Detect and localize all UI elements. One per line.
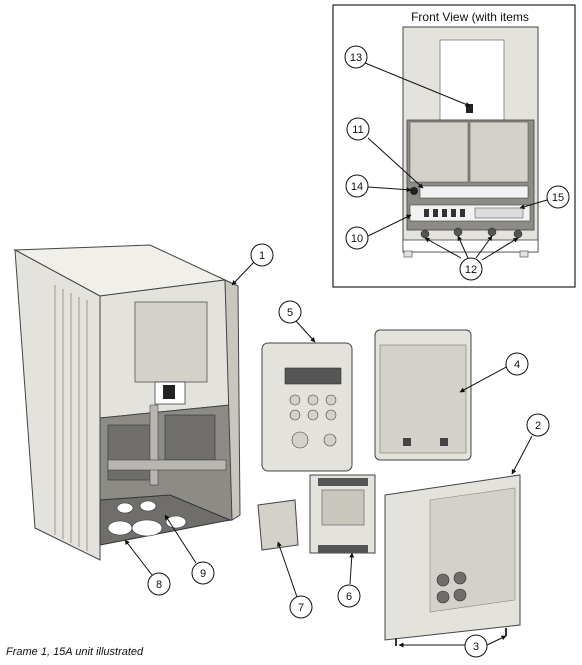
callout-12: 12: [459, 257, 483, 281]
drive-body: [13, 244, 241, 561]
callout-9: 9: [191, 561, 215, 585]
svg-text:4: 4: [514, 359, 520, 371]
svg-text:13: 13: [350, 52, 362, 64]
callout-6: 6: [337, 584, 361, 608]
svg-text:15: 15: [552, 192, 564, 204]
inset-item-13-part: [466, 104, 473, 113]
svg-text:3: 3: [473, 641, 479, 653]
callout-7: 7: [289, 595, 313, 619]
callout-5: 5: [278, 300, 302, 324]
svg-text:5: 5: [287, 307, 293, 319]
callout-10: 10: [345, 226, 369, 250]
svg-text:2: 2: [535, 420, 541, 432]
inset-item-14-part: [410, 187, 418, 195]
callout-11: 11: [346, 117, 370, 141]
callout-8: 8: [147, 572, 171, 596]
callout-15: 15: [546, 185, 570, 209]
blank-plate: [257, 499, 299, 551]
callout-2: 2: [526, 413, 550, 437]
svg-text:7: 7: [298, 602, 304, 614]
svg-text:9: 9: [200, 568, 206, 580]
svg-text:8: 8: [156, 579, 162, 591]
callout-1: 1: [250, 243, 274, 267]
figure-caption: Frame 1, 15A unit illustrated: [6, 646, 144, 658]
terminal-cover: [374, 329, 472, 461]
svg-text:6: 6: [346, 591, 352, 603]
inset-title: Front View (with items: [411, 10, 529, 24]
svg-text:12: 12: [465, 264, 477, 276]
inset-board-right: [469, 121, 529, 183]
option-module: [309, 474, 376, 554]
svg-text:10: 10: [351, 233, 363, 245]
inset-board-left: [409, 121, 469, 183]
callout-14: 14: [345, 174, 369, 198]
callout-3: 3: [464, 634, 488, 658]
cover-screws: [395, 628, 507, 646]
callout-13: 13: [344, 45, 368, 69]
svg-text:14: 14: [351, 181, 363, 193]
leader-lines: [124, 62, 548, 648]
inset-keypad-recess: [439, 39, 505, 121]
front-view-inset: Front View (with items: [332, 4, 576, 288]
svg-text:1: 1: [259, 250, 265, 262]
inset-control-terminals: [419, 185, 529, 199]
front-cover: [384, 474, 521, 641]
keypad: [261, 342, 353, 472]
svg-text:11: 11: [352, 124, 363, 136]
callout-4: 4: [505, 352, 529, 376]
